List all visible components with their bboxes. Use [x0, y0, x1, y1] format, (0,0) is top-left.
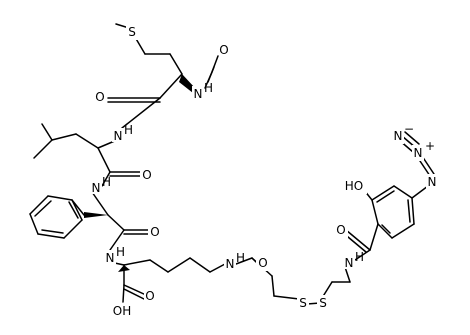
nitrogen-atom-label: N: [114, 129, 123, 143]
bond: [33, 139, 53, 159]
bond: [345, 229, 371, 251]
bond: [371, 185, 395, 201]
bond: [371, 199, 379, 225]
bond: [41, 229, 64, 234]
bond: [29, 195, 49, 215]
bond: [109, 229, 125, 251]
nitrogen-atom-label: N: [194, 87, 203, 101]
bond: [123, 284, 147, 296]
positive-charge-label: +: [425, 139, 435, 153]
bond: [149, 259, 169, 273]
azide-central-nitrogen-label: N: [414, 146, 423, 160]
bond: [381, 224, 391, 234]
bond: [211, 55, 219, 73]
bond: [97, 147, 111, 173]
nitrogen-atom-label: N: [106, 251, 115, 265]
bond: [376, 190, 395, 203]
bond-layer: [29, 23, 435, 305]
bond: [41, 123, 53, 141]
bond: [71, 199, 83, 221]
sulfur-atom-label: S: [319, 296, 327, 310]
hydroxyl-label: OH: [113, 304, 131, 318]
nitrogen-atom-label: N: [226, 257, 235, 271]
bond: [411, 185, 429, 199]
bond: [121, 97, 161, 129]
bond: [209, 263, 226, 273]
oxygen-atom-label: O: [150, 225, 159, 239]
oxygen-atom-label: O: [95, 90, 104, 104]
sulfur-atom-label: S: [299, 296, 307, 310]
nitrogen-hydrogen-label: H: [124, 123, 133, 137]
bond: [123, 288, 145, 300]
wedge-bond: [179, 74, 195, 93]
bond: [159, 73, 183, 99]
bond: [169, 53, 183, 75]
bond: [235, 257, 253, 265]
azide-terminal-nitrogen-label: N: [394, 129, 403, 143]
bond: [29, 213, 39, 235]
bond: [51, 133, 77, 141]
nitrogen-hydrogen-label: H: [102, 175, 111, 189]
nitrogen-hydrogen-label: H: [204, 81, 213, 95]
hydroxyl-label: HO: [345, 179, 363, 193]
bond: [107, 214, 125, 231]
bond: [75, 133, 99, 149]
bond: [369, 223, 379, 251]
bond: [354, 249, 371, 261]
bond: [271, 275, 275, 297]
nitrogen-atom-label: N: [92, 181, 101, 195]
bond: [393, 185, 413, 199]
oxygen-atom-label: O: [336, 223, 345, 237]
bond: [63, 219, 83, 239]
bond: [407, 199, 411, 223]
bond: [68, 201, 79, 219]
oxygen-atom-label: O: [145, 289, 154, 303]
bond: [391, 223, 415, 239]
oxygen-atom-label: O: [219, 43, 228, 57]
negative-charge-label: −: [404, 122, 414, 136]
bond: [101, 171, 111, 187]
bond: [47, 195, 73, 201]
bond: [273, 295, 300, 300]
nitrogen-hydrogen-label: H: [236, 251, 245, 265]
bond: [189, 257, 211, 273]
oxygen-atom-label: O: [258, 256, 267, 270]
bond: [404, 131, 420, 145]
bond: [34, 200, 52, 217]
bond: [411, 197, 415, 225]
wedge-bond: [84, 212, 108, 218]
bond: [123, 259, 151, 266]
nitrogen-hydrogen-label: H: [116, 245, 125, 259]
bond: [122, 284, 125, 303]
nitrogen-atom-label: N: [345, 256, 354, 270]
bond: [377, 223, 393, 239]
bond: [167, 257, 191, 273]
oxygen-atom-label: O: [142, 168, 151, 182]
atom-label-layer: S O N H O N H O N H O N H O OH: [90, 24, 438, 319]
nitrogen-atom-label: N: [428, 175, 437, 189]
nitrogen-hydrogen-label: H: [355, 250, 364, 264]
bond: [37, 233, 65, 239]
sulfur-atom-label: S: [128, 25, 136, 39]
bond: [91, 191, 109, 216]
